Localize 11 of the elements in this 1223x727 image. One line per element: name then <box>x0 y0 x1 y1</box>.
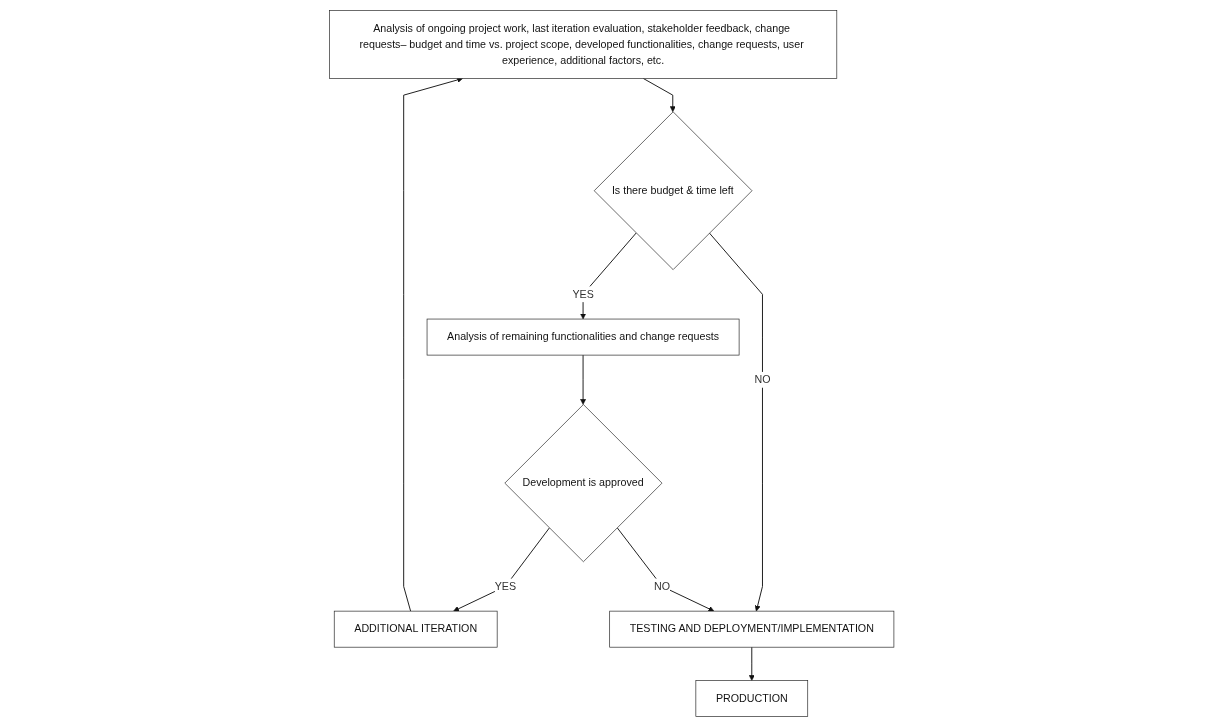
edge-label: NO <box>754 373 771 386</box>
edge-label: NO <box>653 580 670 592</box>
node-diamond: Development is approved <box>504 404 663 563</box>
edge-label: YES <box>494 580 516 592</box>
node-box: Analysis of ongoing project work, last iteration evaluation, stakeholder feedback, change requests– budget and time vs. project scope, developed functionalities, change requests, user experience, additional factors, etc. <box>328 10 837 79</box>
node-box: Analysis of remaining functionalities and change requests <box>426 318 740 356</box>
node-box: PRODUCTION <box>695 680 808 717</box>
edge-label: YES <box>572 288 594 300</box>
node-box: TESTING AND DEPLOYMENT/IMPLEMENTATION <box>609 610 895 648</box>
node-box: ADDITIONAL ITERATION <box>333 610 498 648</box>
node-diamond: Is there budget & time left <box>593 111 753 270</box>
